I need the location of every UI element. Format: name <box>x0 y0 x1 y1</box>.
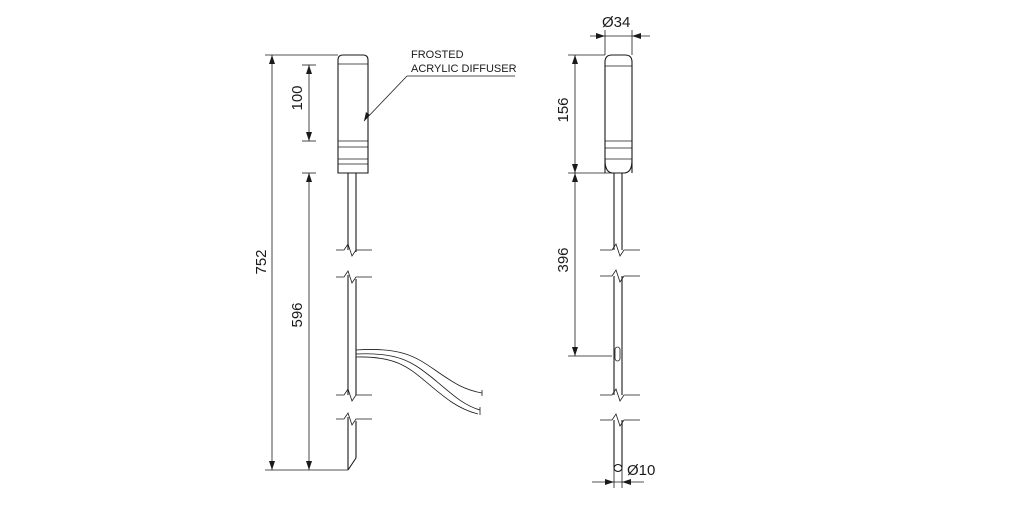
cable-slot <box>614 346 621 362</box>
diffuser-callout: FROSTED ACRYLIC DIFFUSER <box>363 49 517 122</box>
dim-overall-height-value: 752 <box>253 249 270 274</box>
dim-head-diameter-value: Ø34 <box>602 14 630 31</box>
dim-front-head-height-value: 156 <box>555 97 572 122</box>
dim-front-stake-length-value: 396 <box>555 247 572 272</box>
dim-stake-length-value: 596 <box>289 302 306 327</box>
side-cable <box>355 349 483 415</box>
dim-front-head-height: 156 <box>555 54 614 174</box>
front-stake <box>600 173 640 473</box>
dim-stake-diameter: Ø10 <box>592 462 655 488</box>
callout-label-line2: ACRYLIC DIFFUSER <box>411 63 517 75</box>
dim-head-diameter: Ø34 <box>590 14 650 55</box>
dim-head-height-value: 100 <box>289 85 306 110</box>
dim-head-height: 100 <box>289 64 316 142</box>
side-fixture-head <box>337 54 369 174</box>
dim-overall-height: 752 <box>253 54 348 471</box>
front-view: Ø34 156 396 Ø10 <box>555 14 655 488</box>
dim-stake-diameter-value: Ø10 <box>627 462 655 479</box>
side-view: FROSTED ACRYLIC DIFFUSER 752 100 <box>253 49 517 471</box>
dim-front-stake-length: 396 <box>555 173 612 357</box>
front-fixture-head <box>604 54 633 174</box>
side-stake <box>336 173 372 471</box>
dim-stake-length: 596 <box>289 172 316 470</box>
stake-tip <box>613 463 623 473</box>
callout-label-line1: FROSTED <box>411 49 464 61</box>
